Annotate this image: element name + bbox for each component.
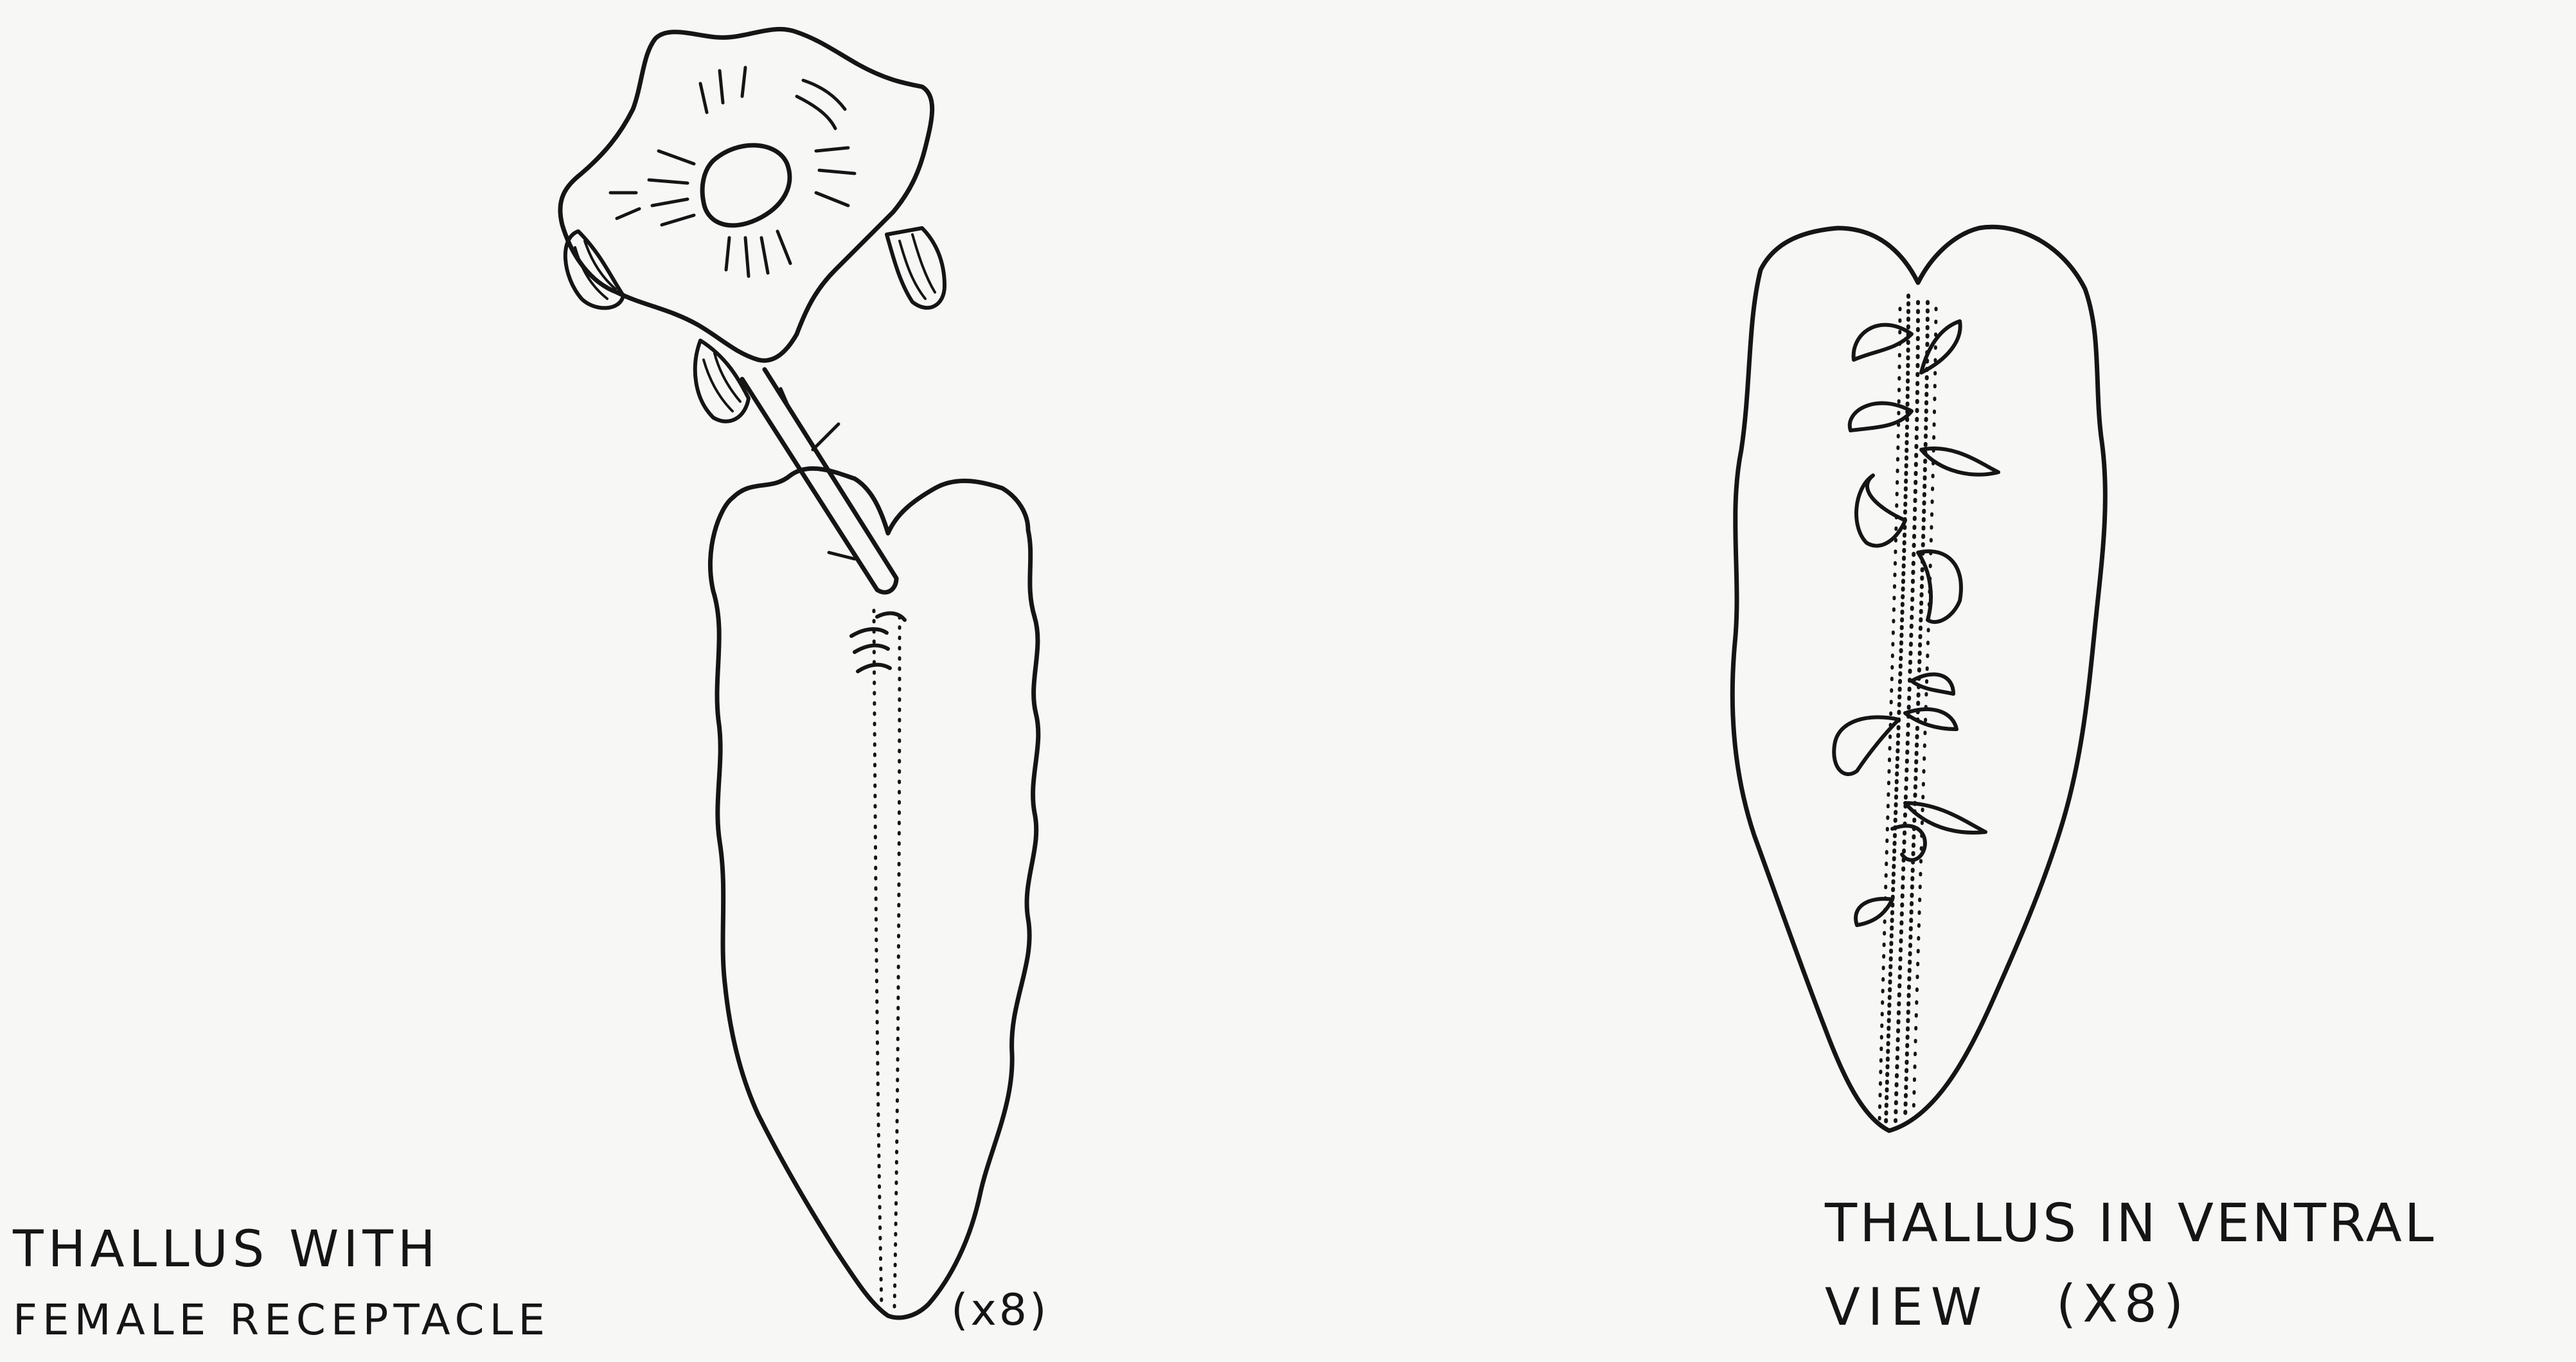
ventral-scale [1856, 899, 1892, 925]
receptacle-stalk [742, 369, 896, 592]
left-midrib-dots-a [874, 610, 882, 1307]
ventral-scale [1921, 448, 1998, 475]
left-magnification: (x8) [951, 1278, 1049, 1343]
right-thallus-drawing [1732, 227, 2105, 1131]
ventral-scale [1892, 826, 1925, 860]
ventral-scale [1854, 325, 1912, 360]
receptacle-ridges [610, 67, 855, 276]
left-thallus-drawing [560, 29, 1038, 1318]
lobe-bottom-striae [704, 353, 740, 411]
ventral-scale [1850, 403, 1912, 430]
ventral-scale [1918, 551, 1961, 622]
receptacle-lobe-left [565, 231, 623, 308]
left-caption-line-1: THALLUS WITH [13, 1217, 440, 1282]
female-receptacle-disc [560, 29, 932, 360]
left-thallus-outline [710, 468, 1038, 1318]
right-caption-line-2: VIEW [1825, 1275, 1989, 1340]
ventral-scale [1856, 475, 1905, 546]
left-caption-line-2: FEMALE RECEPTACLE [13, 1288, 550, 1352]
left-scale-marks [851, 614, 905, 671]
left-midrib-dots-b [894, 617, 900, 1307]
right-caption-line-1: THALLUS IN VENTRAL [1825, 1192, 2437, 1256]
ventral-scale [1912, 675, 1953, 694]
right-midrib-stipple-1 [1886, 296, 1908, 1124]
receptacle-lobe-right [887, 228, 945, 308]
receptacle-center-disc [702, 145, 790, 226]
ventral-scale [1905, 709, 1957, 729]
right-magnification: (X8) [2056, 1272, 2190, 1336]
